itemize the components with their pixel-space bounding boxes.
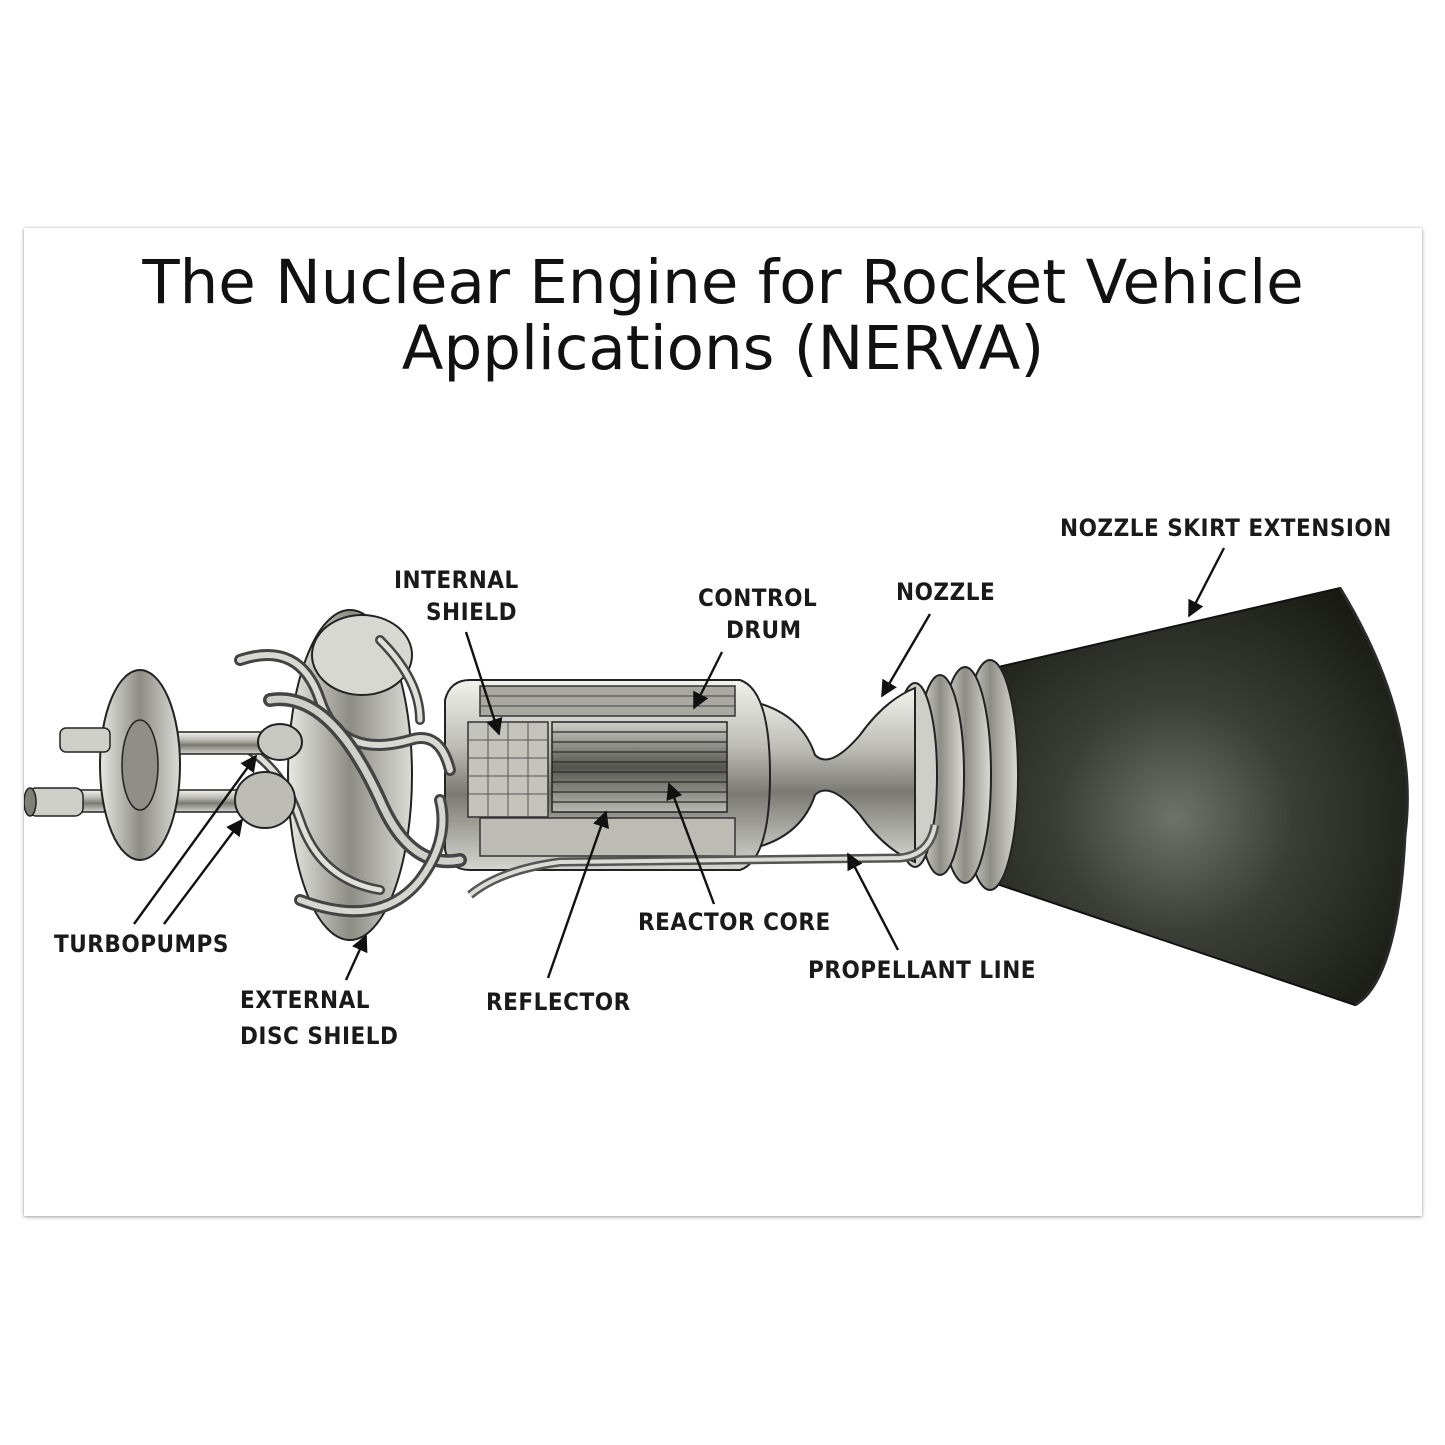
arrow-external-disc-shield — [344, 934, 368, 981]
nozzle-rings — [892, 659, 1019, 891]
label-propellant-line: PROPELLANT LINE — [808, 956, 1036, 984]
poster: The Nuclear Engine for Rocket Vehicle Ap… — [24, 228, 1422, 1216]
label-reactor-core: REACTOR CORE — [638, 908, 831, 936]
label-control-drum-line-2: DRUM — [726, 616, 802, 644]
engine-diagram: NOZZLE SKIRT EXTENSION INTERNAL SHIELD C… — [24, 514, 1409, 1050]
arrow-control-drum — [692, 651, 724, 710]
callout-labels: NOZZLE SKIRT EXTENSION INTERNAL SHIELD C… — [54, 514, 1392, 1050]
label-external-disc-shield-line-1: EXTERNAL — [240, 986, 370, 1014]
label-nozzle-skirt-extension: NOZZLE SKIRT EXTENSION — [1060, 514, 1392, 542]
label-reflector: REFLECTOR — [486, 988, 631, 1016]
reactor-vessel — [444, 679, 772, 871]
turbopumps-shape — [24, 669, 303, 861]
nozzle-skirt-shape — [984, 586, 1409, 1007]
label-control-drum-line-1: CONTROL — [698, 584, 817, 612]
page-title: The Nuclear Engine for Rocket Vehicle Ap… — [24, 250, 1422, 382]
arrow-internal-shield — [464, 631, 503, 736]
arrow-reactor-core — [666, 782, 716, 905]
arrow-propellant-line — [846, 852, 900, 951]
arrow-nozzle-skirt — [1187, 547, 1226, 618]
arrow-turbopumps-b — [163, 818, 244, 925]
title-line-1: The Nuclear Engine for Rocket Vehicle — [142, 247, 1304, 318]
title-line-2: Applications (NERVA) — [401, 313, 1045, 384]
arrow-reflector — [546, 810, 609, 979]
label-turbopumps: TURBOPUMPS — [54, 930, 229, 958]
label-nozzle: NOZZLE — [896, 578, 995, 606]
engine-illustration — [24, 586, 1409, 1007]
label-internal-shield-line-2: SHIELD — [426, 598, 517, 626]
arrow-turbopumps-a — [133, 754, 257, 925]
label-external-disc-shield-line-2: DISC SHIELD — [240, 1022, 398, 1050]
arrow-nozzle — [880, 613, 932, 698]
nozzle-throat — [744, 686, 916, 864]
callout-arrows — [133, 547, 1226, 981]
plumbing — [225, 635, 467, 918]
label-internal-shield-line-1: INTERNAL — [394, 566, 519, 594]
